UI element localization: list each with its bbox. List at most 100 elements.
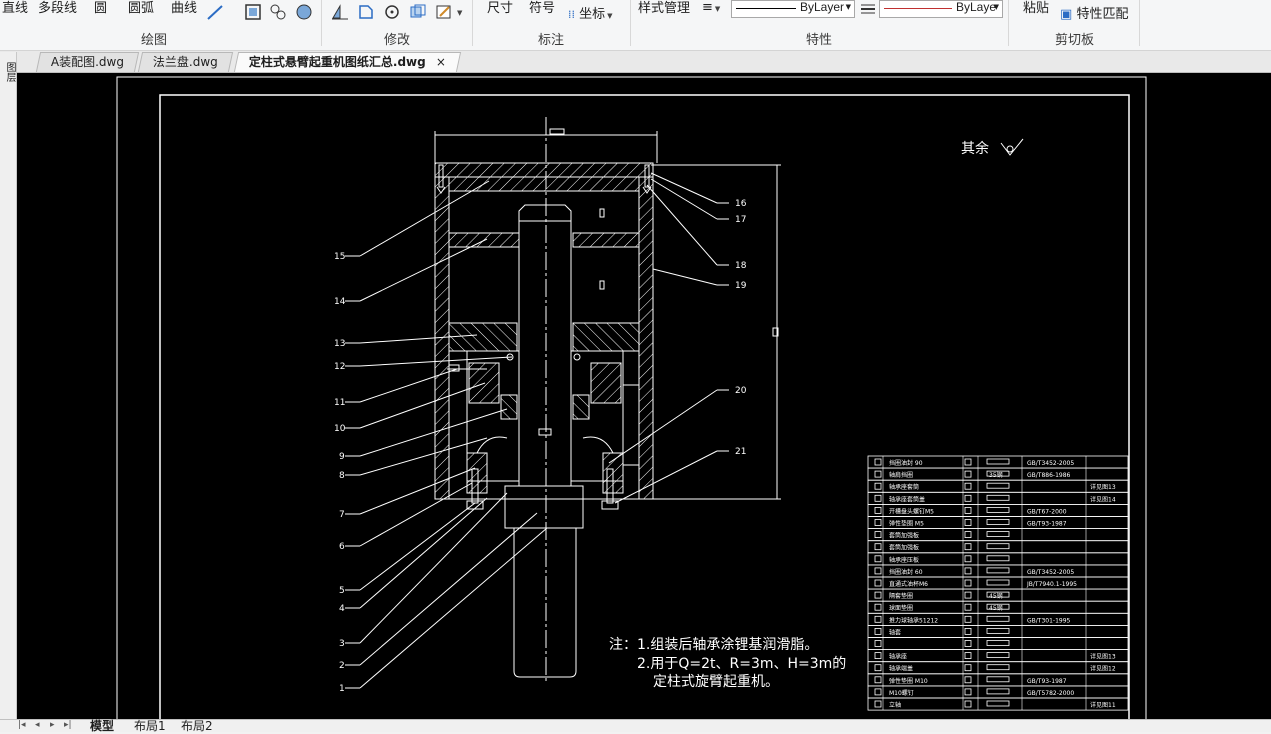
rotate-icon[interactable] (382, 2, 402, 22)
part-name: 弹性垫圈 M5 (889, 520, 924, 528)
part-standard: GB/T93-1987 (1027, 521, 1067, 528)
tab-flange[interactable]: 法兰盘.dwg (137, 52, 234, 72)
drawing-canvas[interactable]: 15 14 13 12 11 10 9 8 7 6 5 4 3 2 1 16 1… (17, 73, 1271, 719)
shaft-body (518, 220, 572, 487)
table-row: 套筒加强板 (867, 540, 1129, 554)
coordinate-icon: ⁞⁞ (568, 8, 575, 21)
bearing-seat-left (448, 322, 518, 352)
style-manager-tool[interactable]: 样式管理 (638, 1, 691, 16)
dimension-tool[interactable]: 尺寸 (487, 1, 514, 16)
part-name: 轴套 (889, 628, 901, 636)
part-name: 套筒加强板 (889, 544, 919, 552)
tab-assembly[interactable]: A装配图.dwg (35, 52, 140, 72)
polyline-tool[interactable]: 多段线 (38, 1, 78, 16)
line-draw-icon[interactable] (205, 2, 225, 22)
table-row: 立轴详见图11 (867, 697, 1129, 711)
edit-properties-icon[interactable] (434, 2, 454, 22)
part-standard: GB/T93-1987 (1027, 678, 1067, 685)
roughness-symbol-icon (1000, 138, 1024, 156)
circle-tool[interactable]: 圆 (94, 1, 108, 16)
reinforcement-right (572, 232, 640, 248)
mirror-icon[interactable] (330, 2, 350, 22)
layer-panel-label[interactable]: 图层 (4, 62, 15, 82)
lineweight-icon[interactable] (859, 0, 879, 20)
part-note: 详见图14 (1090, 495, 1116, 503)
last-layout-icon[interactable]: ▸| (64, 720, 72, 730)
table-row: 套筒加强板 (867, 528, 1129, 542)
part-name: M10螺钉 (889, 689, 914, 697)
coordinate-tool[interactable]: ⁞⁞ 坐标▼ (568, 7, 613, 22)
callout-21: 21 (735, 447, 746, 457)
note-line-3: 定柱式旋臂起重机。 (653, 674, 779, 690)
shaft-top (518, 204, 572, 222)
left-leaders (345, 180, 548, 689)
part-name: 轴承座套筒盖 (889, 495, 925, 503)
next-layout-icon[interactable]: ▸ (50, 720, 55, 730)
table-row: 轴承座套筒盖 详见图14 (867, 491, 1129, 505)
line-tool[interactable]: 直线 (2, 1, 29, 16)
callout-8: 8 (339, 471, 345, 481)
rectangle-icon[interactable] (243, 2, 263, 22)
panel-separator (1008, 0, 1009, 46)
bearing-seat-right (572, 322, 640, 352)
base-flange (504, 485, 584, 529)
modify-dropdown[interactable]: ▼ (457, 9, 463, 17)
table-row: 弹性垫圈 M5 GB/T93-1987 (867, 516, 1129, 530)
drawing-svg[interactable]: 15 14 13 12 11 10 9 8 7 6 5 4 3 2 1 16 1… (17, 73, 1271, 719)
part-name: 推力球轴承51212 (889, 616, 938, 624)
region-icon[interactable] (294, 2, 314, 22)
dimension-text-marker (549, 128, 565, 135)
curve-tool[interactable]: 曲线 (171, 1, 198, 16)
part-name: 套筒加强板 (889, 532, 919, 540)
tab-layout1[interactable]: 布局1 (134, 719, 166, 733)
left-tool-strip[interactable]: 图层 (0, 52, 17, 720)
first-layout-icon[interactable]: |◂ (18, 720, 26, 730)
close-tab-icon[interactable]: × (435, 55, 446, 69)
part-name: 轴肩挡圈 (889, 471, 913, 479)
prev-layout-icon[interactable]: ◂ (35, 720, 40, 730)
linecolor-select[interactable]: ByLaye ▼ (879, 0, 1003, 18)
linetype-select[interactable]: ByLayer ▼ (731, 0, 855, 18)
tab-layout2[interactable]: 布局2 (181, 719, 213, 733)
callout-15: 15 (334, 252, 345, 262)
callout-6: 6 (339, 542, 345, 552)
callout-1: 1 (339, 684, 345, 694)
tab-crane-drawings[interactable]: 定柱式悬臂起重机图纸汇总.dwg× (233, 52, 462, 72)
panel-separator (321, 0, 322, 46)
match-properties-button[interactable]: ▣ 特性匹配 (1060, 7, 1129, 22)
callout-19: 19 (735, 281, 747, 291)
arc-tool[interactable]: 圆弧 (128, 1, 155, 16)
right-callout-labels: 16 17 18 19 20 21 (735, 199, 747, 457)
hatch-icon[interactable] (268, 2, 288, 22)
part-note: 详见图12 (1090, 665, 1116, 673)
callout-20: 20 (735, 386, 747, 396)
callout-2: 2 (339, 661, 345, 671)
callout-4: 4 (339, 604, 345, 614)
part-name: 轴承座 (889, 653, 907, 661)
top-plate (448, 176, 640, 192)
symbol-tool[interactable]: 符号 (529, 1, 556, 16)
note-line-1: 注：1.组装后轴承涂锂基润滑脂。 (609, 636, 818, 653)
roughness-note: 其余 (961, 140, 989, 157)
panel-separator (630, 0, 631, 46)
part-name: 轴承座压板 (889, 556, 919, 564)
copy-icon[interactable] (408, 2, 428, 22)
part-standard: GB/T886-1986 (1027, 472, 1071, 479)
part-name: 立轴 (889, 701, 901, 709)
offset-icon[interactable] (356, 2, 376, 22)
part-material: 45钢 (989, 592, 1003, 600)
technical-notes: 注：1.组装后轴承涂锂基润滑脂。 2.用于Q=2t、R=3m、H=3m的 定柱式… (609, 636, 846, 690)
callout-10: 10 (334, 424, 346, 434)
sheet-inner-border (159, 94, 1130, 719)
file-tab-bar: A装配图.dwg 法兰盘.dwg 定柱式悬臂起重机图纸汇总.dwg× (0, 51, 1271, 73)
list-icon[interactable]: ≡▼ (702, 0, 721, 15)
paste-button[interactable]: 粘贴 (1023, 1, 1050, 16)
bolt-head-right (601, 500, 619, 510)
tab-model[interactable]: 模型 (90, 719, 115, 733)
